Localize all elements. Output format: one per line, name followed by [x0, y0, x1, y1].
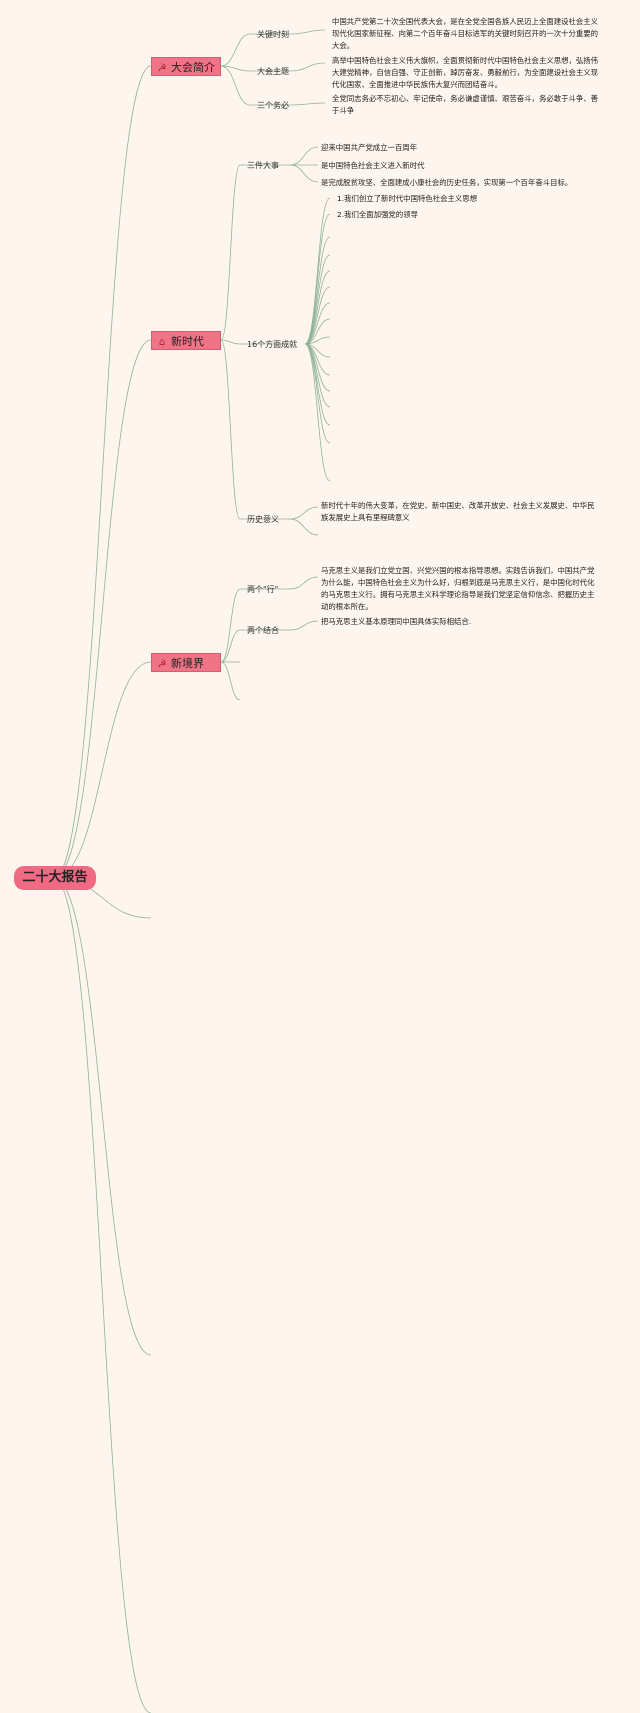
branch-new-realm[interactable]: ☭ 新境界: [151, 653, 221, 672]
root-connector-2: [53, 661, 152, 879]
connector: [220, 629, 241, 663]
leaf-two-works: 马克思主义是我们立党立国、兴党兴国的根本指导思想。实践告诉我们，中国共产党为什么…: [321, 566, 595, 611]
connector: [220, 33, 251, 67]
connector: [304, 213, 331, 345]
root-connector-4: [53, 877, 152, 1356]
connector: [289, 146, 319, 166]
hammer-sickle-icon: ☭: [157, 63, 167, 74]
connector: [304, 343, 331, 482]
connector: [289, 506, 319, 520]
hammer-sickle-icon: ☭: [157, 659, 167, 670]
connector: [220, 661, 241, 701]
connector: [289, 518, 319, 536]
leaf-three-musts: 全党同志务必不忘初心、牢记使命，务必谦虚谨慎、艰苦奋斗，务必敢于斗争、善于斗争: [332, 94, 599, 115]
connector: [304, 302, 331, 345]
connector: [220, 588, 241, 663]
connector: [289, 29, 326, 35]
branch-intro[interactable]: ☭ 大会简介: [151, 57, 221, 76]
connector: [304, 236, 331, 345]
connector: [220, 164, 241, 341]
connector: [304, 318, 331, 345]
connector: [304, 343, 331, 408]
sub-two-combinations[interactable]: 两个结合: [247, 626, 279, 635]
leaf-event-2: 是中国特色社会主义进入新时代: [321, 161, 425, 170]
sub-historic-significance[interactable]: 历史意义: [247, 515, 279, 524]
connector: [289, 164, 319, 183]
leaf-key-moment: 中国共产党第二十次全国代表大会，是在全党全国各族人民迈上全面建设社会主义现代化国…: [332, 17, 599, 50]
leaf-event-3: 是完成脱贫攻坚、全面建成小康社会的历史任务，实现第一个百年奋斗目标。: [321, 178, 573, 187]
connector: [304, 197, 331, 345]
branch-label: 大会简介: [171, 61, 215, 74]
leaf-event-1: 迎来中国共产党成立一百周年: [321, 143, 418, 152]
leaf-two-combinations: 把马克思主义基本原理同中国具体实际相结合.: [321, 617, 472, 626]
connector: [289, 102, 326, 106]
sub-three-events[interactable]: 三件大事: [247, 161, 279, 170]
branch-new-era[interactable]: ⌂ 新时代: [151, 331, 221, 350]
root-connector-1: [53, 339, 152, 879]
connector: [220, 339, 241, 520]
leaf-achievement-2: 2.我们全面加强党的领导: [337, 210, 418, 219]
branch-label: 新时代: [171, 335, 204, 348]
root-connector-0: [53, 65, 152, 879]
home-icon: ⌂: [158, 337, 166, 348]
connector: [220, 339, 241, 345]
root-connector-5: [53, 877, 152, 1713]
sub-three-musts[interactable]: 三个务必: [257, 101, 289, 110]
connector: [289, 62, 326, 72]
connector: [220, 65, 251, 72]
leaf-achievement-1: 1.我们创立了新时代中国特色社会主义思想: [337, 194, 478, 203]
root-node[interactable]: 二十大报告: [14, 866, 96, 890]
leaf-theme: 高举中国特色社会主义伟大旗帜，全面贯彻新时代中国特色社会主义思想，弘扬伟大建党精…: [332, 56, 599, 89]
leaf-historic-significance: 新时代十年的伟大变革，在党史、新中国史、改革开放史、社会主义发展史、中华民族发展…: [321, 501, 595, 522]
connector: [289, 576, 319, 590]
sub-theme[interactable]: 大会主题: [257, 67, 289, 76]
connector: [304, 336, 331, 345]
connector: [289, 620, 319, 631]
sub-16-achievements[interactable]: 16个方面成就: [247, 340, 298, 349]
connector: [304, 286, 331, 345]
connector: [220, 65, 251, 106]
connector: [304, 254, 331, 345]
branch-label: 新境界: [171, 657, 204, 670]
sub-key-moment[interactable]: 关键时刻: [257, 30, 289, 39]
sub-two-works[interactable]: 两个"行": [247, 585, 279, 594]
